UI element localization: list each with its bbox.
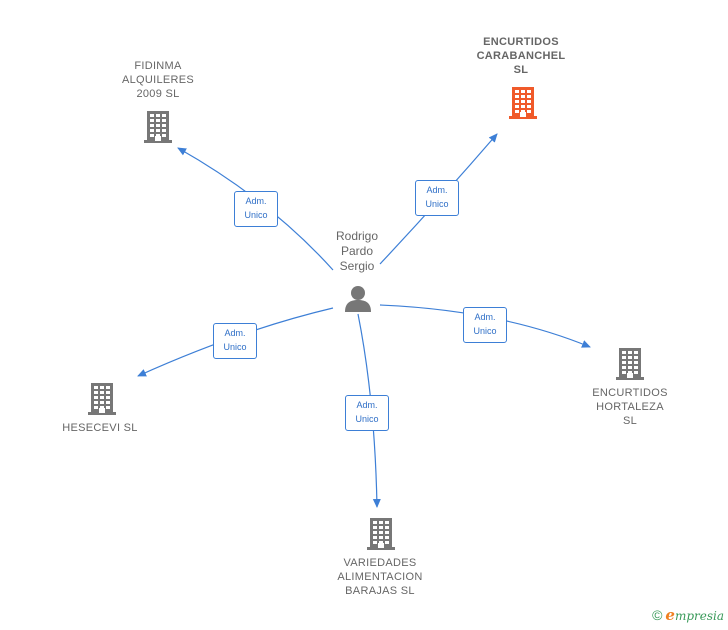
copyright-icon: © xyxy=(652,607,663,623)
person-icon[interactable] xyxy=(343,284,373,314)
building-icon[interactable] xyxy=(85,381,119,415)
edge-label-variedades: Adm. Unico xyxy=(345,395,389,431)
company-label-variedades: VARIEDADES ALIMENTACION BARAJAS SL xyxy=(337,557,423,597)
company-label-fidinma: FIDINMA ALQUILERES 2009 SL xyxy=(121,60,195,100)
person-name: Rodrigo Pardo Sergio xyxy=(335,229,379,273)
building-icon[interactable] xyxy=(506,85,540,119)
edge-label-fidinma: Adm. Unico xyxy=(234,191,278,227)
company-label-encurtidos-carabanchel: ENCURTIDOS CARABANCHEL SL xyxy=(476,36,566,76)
edge-label-hesecevi: Adm. Unico xyxy=(213,323,257,359)
building-icon[interactable] xyxy=(141,109,175,143)
company-label-encurtidos-hortaleza: ENCURTIDOS HORTALEZA SL xyxy=(592,387,668,427)
brand-footer: ©empresia xyxy=(652,606,724,624)
company-label-hesecevi: HESECEVI SL xyxy=(62,422,138,434)
edge-label-encurtidos-carabanchel: Adm. Unico xyxy=(415,180,459,216)
edge-label-encurtidos-hortaleza: Adm. Unico xyxy=(463,307,507,343)
brand-logo[interactable]: empresia xyxy=(665,606,724,624)
building-icon[interactable] xyxy=(613,346,647,380)
building-icon[interactable] xyxy=(364,516,398,550)
